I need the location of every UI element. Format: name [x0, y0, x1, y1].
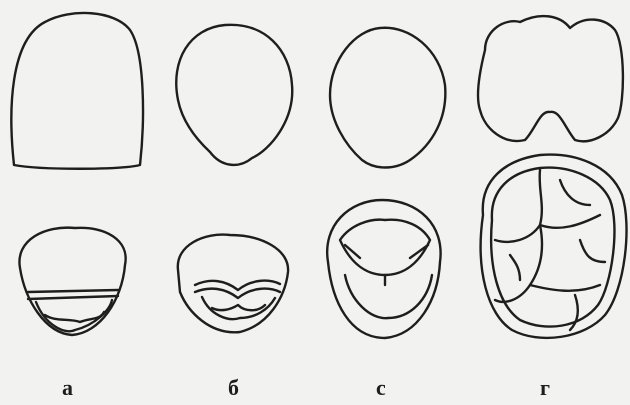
tooth-c-occlusal [327, 200, 440, 338]
label-d: г [540, 375, 550, 401]
tooth-a-occlusal [19, 228, 125, 335]
tooth-b-profile [176, 25, 292, 165]
label-a: а [62, 375, 73, 401]
tooth-a-profile [11, 13, 143, 169]
label-b: б [228, 375, 239, 401]
tooth-d-profile [478, 16, 623, 141]
label-c: с [376, 375, 386, 401]
tooth-c-profile [330, 28, 445, 168]
tooth-b-occlusal [178, 235, 288, 333]
tooth-d-occlusal [481, 155, 627, 338]
